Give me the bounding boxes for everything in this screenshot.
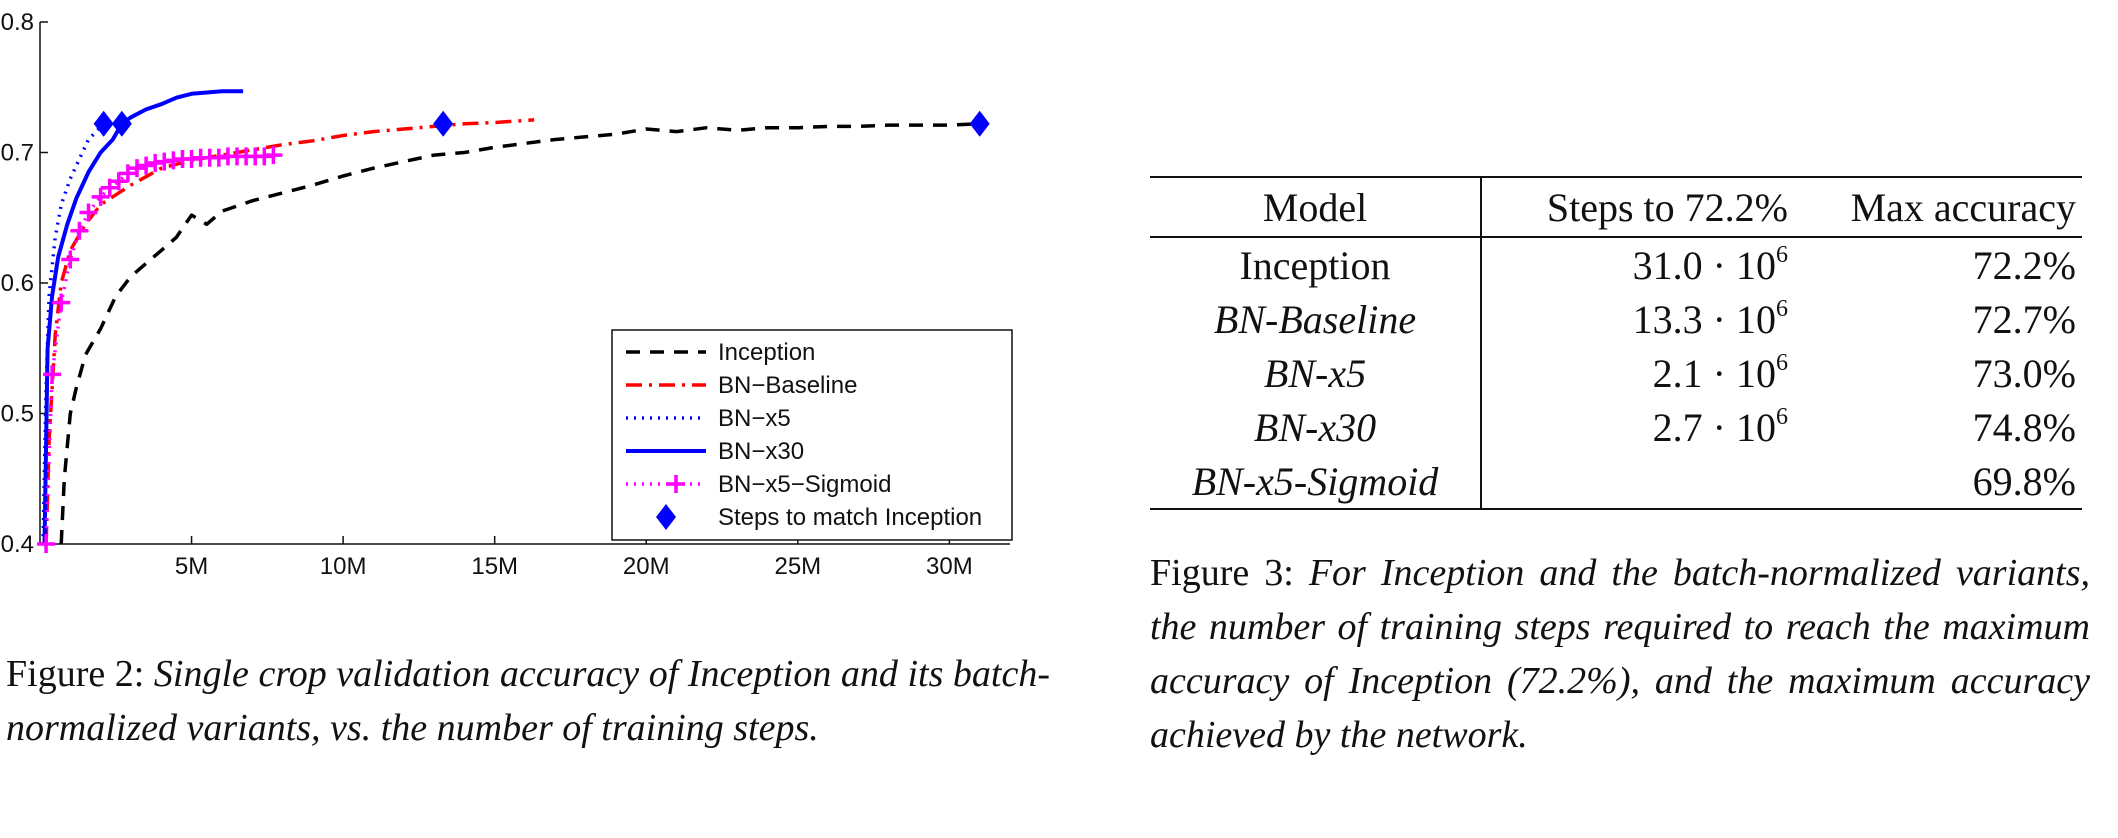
legend-entry-label: BN−x30 — [718, 438, 804, 465]
x-tick-label: 25M — [774, 553, 821, 580]
sigmoid-plus-marker — [37, 535, 56, 553]
figure-2-caption: Figure 2: Single crop validation accurac… — [6, 647, 1050, 755]
steps-exponent: 6 — [1776, 295, 1788, 322]
steps-mantissa: 2.1 · 10 — [1652, 350, 1776, 396]
x-tick-label: 5M — [175, 553, 208, 580]
cell-model: BN-Baseline — [1150, 292, 1482, 346]
legend-plus-marker — [667, 475, 685, 493]
steps-mantissa: 2.7 · 10 — [1652, 404, 1776, 450]
cell-steps — [1481, 454, 1800, 509]
sigmoid-plus-marker — [52, 293, 71, 312]
sigmoid-plus-marker — [43, 365, 62, 384]
match-inception-marker — [433, 110, 454, 137]
table-row: BN-x5-Sigmoid 69.8% — [1150, 454, 2082, 509]
cell-model: BN-x5 — [1150, 346, 1482, 400]
steps-exponent: 6 — [1776, 403, 1788, 430]
cell-model: BN-x30 — [1150, 400, 1482, 454]
cell-model: BN-x5-Sigmoid — [1150, 454, 1482, 509]
series-0-line — [59, 122, 980, 545]
accuracy-chart: 0.4 0.5 0.6 0.7 0.8 5M 10M 15M 20M 25M 30M Inceptio… — [0, 0, 1040, 600]
y-tick-label: 0.6 — [1, 270, 34, 297]
cell-max-accuracy: 69.8% — [1972, 458, 2076, 504]
figure-3-text: For Inception and the batch-normalized v… — [1150, 552, 2091, 756]
figure-2-text: Single crop validation accuracy of Incep… — [6, 653, 1050, 749]
x-tick-label: 15M — [471, 553, 518, 580]
cell-max-accuracy: 72.2% — [1972, 242, 2076, 288]
header-steps: Steps to 72.2% — [1546, 184, 1788, 230]
cell-steps: 13.3 · 106 — [1481, 292, 1800, 346]
y-tick-label: 0.5 — [1, 401, 34, 428]
match-inception-marker — [111, 110, 132, 137]
sigmoid-plus-marker — [128, 159, 146, 178]
legend-entry-label: Inception — [718, 339, 815, 366]
sigmoid-plus-marker — [79, 203, 98, 222]
series-2-line — [41, 122, 105, 545]
sigmoid-plus-marker — [70, 221, 89, 240]
legend-entry-label: BN−x5−Sigmoid — [718, 471, 891, 498]
legend-entry-label: BN−Baseline — [718, 372, 857, 399]
steps-exponent: 6 — [1776, 241, 1788, 268]
cell-steps: 31.0 · 106 — [1481, 237, 1800, 292]
figure-2-label: Figure 2: — [6, 653, 145, 695]
series-3-line — [42, 89, 244, 545]
figure-3-caption: Figure 3: For Inception and the batch-no… — [1150, 546, 2090, 762]
series-1-line — [44, 118, 535, 545]
y-tick-label: 0.8 — [1, 9, 34, 36]
sigmoid-plus-marker — [61, 250, 80, 269]
accuracy-chart-svg: 0.4 0.5 0.6 0.7 0.8 5M 10M 15M 20M 25M 30M Inceptio… — [1, 9, 1013, 580]
y-tick-label: 0.7 — [1, 140, 34, 167]
sigmoid-plus-marker — [118, 164, 137, 183]
steps-mantissa: 31.0 · 10 — [1632, 242, 1776, 288]
legend-box — [611, 329, 1013, 541]
x-tick-label: 20M — [623, 553, 670, 580]
legend-diamond-marker — [656, 504, 676, 530]
figure-3-label: Figure 3: — [1150, 552, 1294, 594]
sigmoid-plus-marker — [109, 172, 128, 191]
header-model: Model — [1150, 177, 1482, 237]
results-table: Model Steps to 72.2% Max accuracy Incept… — [1150, 176, 2082, 510]
legend-entry-label: Steps to match Inception — [718, 504, 982, 531]
x-tick-label: 30M — [926, 553, 973, 580]
header-max-accuracy: Max accuracy — [1850, 184, 2076, 230]
cell-steps: 2.7 · 106 — [1481, 400, 1800, 454]
cell-steps: 2.1 · 106 — [1481, 346, 1800, 400]
sigmoid-plus-marker — [264, 146, 283, 165]
steps-mantissa: 13.3 · 10 — [1632, 296, 1776, 342]
sigmoid-plus-marker — [137, 156, 156, 175]
sigmoid-plus-marker — [91, 187, 110, 206]
sigmoid-plus-marker — [100, 178, 119, 197]
steps-exponent: 6 — [1776, 349, 1788, 376]
table-header-row: Model Steps to 72.2% Max accuracy — [1150, 177, 2082, 237]
match-inception-marker — [969, 110, 990, 137]
match-inception-marker — [93, 110, 114, 137]
cell-max-accuracy: 74.8% — [1972, 404, 2076, 450]
cell-model: Inception — [1150, 237, 1482, 292]
cell-max-accuracy: 72.7% — [1972, 296, 2076, 342]
legend-entry-label: BN−x5 — [718, 405, 791, 432]
cell-max-accuracy: 73.0% — [1972, 350, 2076, 396]
y-tick-label: 0.4 — [1, 531, 34, 558]
x-tick-label: 10M — [320, 553, 367, 580]
